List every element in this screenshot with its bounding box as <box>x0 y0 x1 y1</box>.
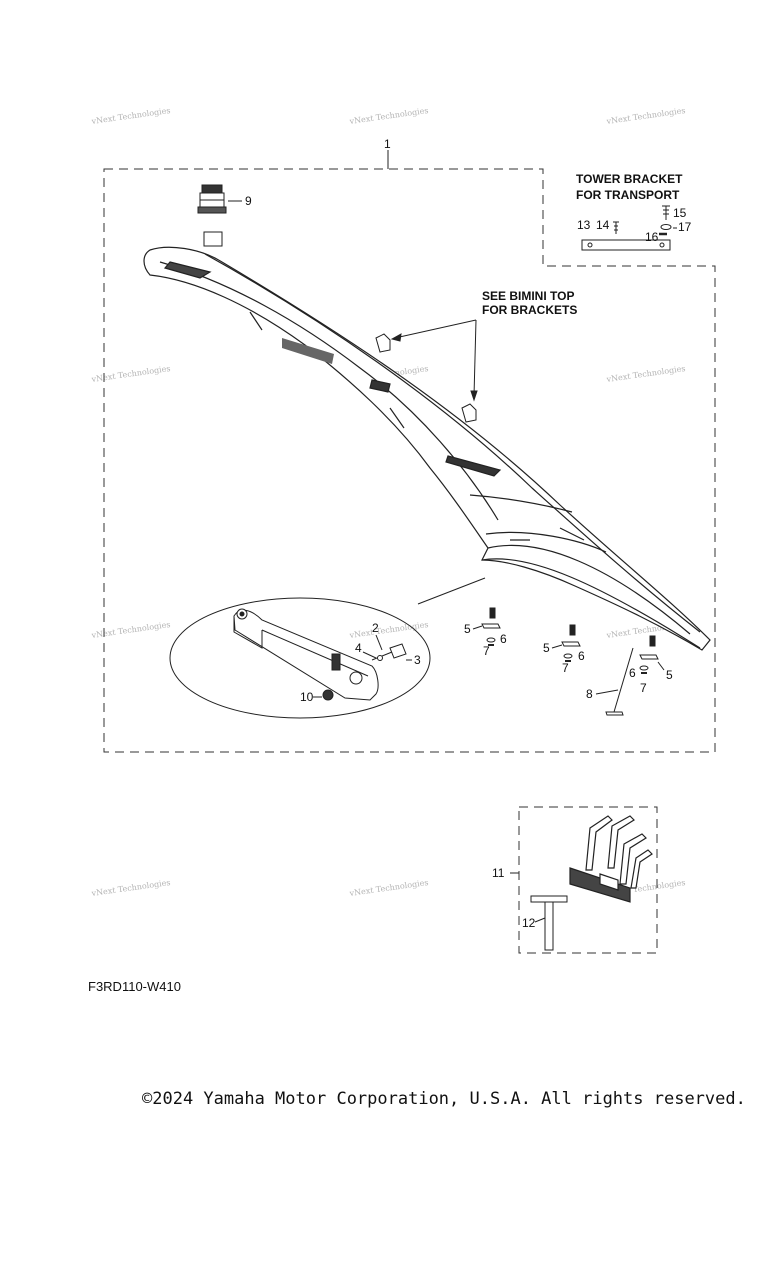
detail-washer-part-4 <box>377 655 383 661</box>
callout-12: 12 <box>522 916 536 930</box>
watermark-7: vNext Technologies <box>90 620 171 640</box>
watermark-4: vNext Technologies <box>90 364 171 384</box>
watermark-10: vNext Technologies <box>90 878 171 898</box>
bimini-tab-upper <box>375 333 391 353</box>
tower-leg <box>143 246 711 651</box>
callout-4: 4 <box>355 641 362 655</box>
callout-5a: 5 <box>464 622 471 636</box>
callout-7a: 7 <box>483 644 490 658</box>
transport-bolt-14 <box>613 221 619 234</box>
callout-6c: 6 <box>629 666 636 680</box>
watermark-1: vNext Technologies <box>90 106 171 126</box>
callout-9: 9 <box>245 194 252 208</box>
callout-16: 16 <box>645 230 659 244</box>
transport-bolt-15 <box>662 205 670 220</box>
drawing-code: F3RD110-W410 <box>88 979 181 994</box>
callout-6b: 6 <box>578 649 585 663</box>
callout-5b: 5 <box>543 641 550 655</box>
callout-7c: 7 <box>640 681 647 695</box>
callout-10: 10 <box>300 690 314 704</box>
callout-6a: 6 <box>500 632 507 646</box>
bimini-tab-lower <box>461 403 477 423</box>
callout-5c: 5 <box>666 668 673 682</box>
board-rack-part-11 <box>569 815 653 903</box>
callout-8: 8 <box>586 687 593 701</box>
fastener-set-b <box>561 624 581 662</box>
assembly-frame <box>103 168 716 753</box>
bimini-leader-arrows <box>390 319 478 402</box>
detail-bracket-plate <box>233 608 379 701</box>
detail-ellipse <box>169 597 431 719</box>
board-rack-frame <box>518 806 658 954</box>
watermark-8: vNext Technologies <box>348 620 429 640</box>
transport-bracket-box: TOWER BRACKET FOR TRANSPORT 13 14 15 17 … <box>576 172 692 251</box>
transport-note-line-1: TOWER BRACKET <box>576 172 683 186</box>
rack-post-part-12 <box>530 895 568 951</box>
callout-11: 11 <box>492 866 505 880</box>
detail-nut-part-10 <box>322 689 334 701</box>
callout-13: 13 <box>577 218 591 232</box>
copyright-notice: ©2024 Yamaha Motor Corporation, U.S.A. A… <box>142 1089 746 1109</box>
callout-17: 17 <box>678 220 692 234</box>
detail-leader <box>417 577 486 605</box>
fastener-set-a <box>481 607 501 646</box>
end-cap-part-9 <box>197 184 227 247</box>
watermark-2: vNext Technologies <box>348 106 429 126</box>
callout-2: 2 <box>372 621 379 635</box>
watermark-3: vNext Technologies <box>605 106 686 126</box>
callout-3: 3 <box>414 653 421 667</box>
transport-washer-17 <box>660 224 672 230</box>
watermark-6: vNext Technologies <box>605 364 686 384</box>
bimini-note-line-1: SEE BIMINI TOP <box>482 289 574 303</box>
transport-note-line-2: FOR TRANSPORT <box>576 188 680 202</box>
watermark-11: vNext Technologies <box>348 878 429 898</box>
callout-7b: 7 <box>562 661 569 675</box>
support-rod-part-8 <box>613 647 634 713</box>
transport-bracket-bar <box>581 239 671 251</box>
bimini-note-line-2: FOR BRACKETS <box>482 303 577 317</box>
callout-15: 15 <box>673 206 687 220</box>
callout-1: 1 <box>384 137 391 151</box>
detail-bolt-part-3 <box>389 643 407 659</box>
fastener-set-c <box>639 635 659 674</box>
callout-14: 14 <box>596 218 610 232</box>
